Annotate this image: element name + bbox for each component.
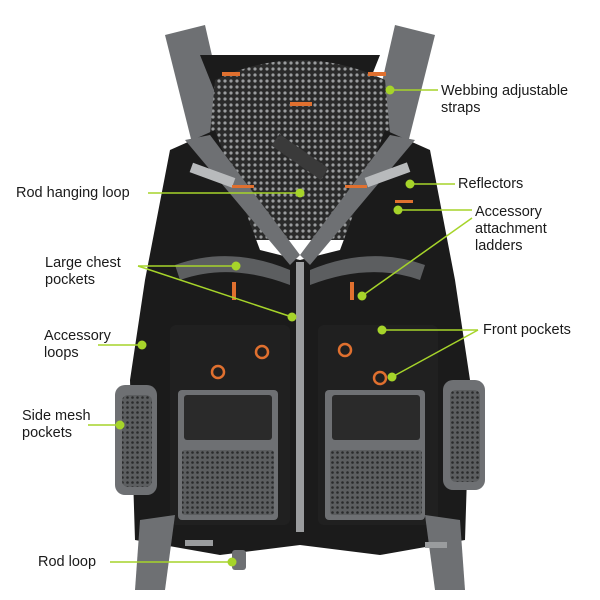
side-mesh-pockets: [115, 380, 485, 495]
callout-text: Large chest: [45, 255, 121, 271]
callout-text: Accessory: [44, 328, 111, 344]
callout-accessory-ladders: Accessory attachment ladders: [475, 204, 547, 255]
callout-front-pockets: Front pockets: [483, 322, 571, 339]
callout-text: loops: [44, 345, 79, 361]
callout-text: Rod loop: [38, 554, 97, 570]
callout-text: Accessory: [475, 204, 542, 220]
callout-text: Front pockets: [483, 322, 571, 338]
callout-text: pockets: [45, 272, 95, 288]
callout-rod-loop: Rod loop: [38, 554, 96, 571]
callout-large-chest-pockets: Large chest pockets: [45, 255, 121, 289]
callout-lines: [88, 89, 479, 563]
center-zipper: [296, 262, 304, 532]
callout-text: attachment: [475, 221, 547, 237]
chest-trim-left: [175, 256, 290, 285]
callout-text: pockets: [22, 425, 72, 441]
callout-dots: [115, 85, 415, 567]
callout-text: Rod hanging loop: [16, 185, 130, 201]
callout-text: ladders: [475, 238, 523, 254]
left-front-pocket: [170, 325, 290, 525]
callout-accessory-loops: Accessory loops: [44, 328, 111, 362]
callout-text: straps: [441, 100, 481, 116]
orange-accents: [222, 72, 413, 300]
callout-text: Webbing adjustable: [441, 83, 569, 99]
right-front-pocket: [318, 325, 438, 525]
callout-text: Side mesh: [22, 408, 91, 424]
bottom-straps: [135, 515, 465, 590]
callout-rod-hanging-loop: Rod hanging loop: [16, 185, 130, 202]
callout-side-mesh-pockets: Side mesh pockets: [22, 408, 91, 442]
chest-trim-right: [310, 256, 425, 285]
callout-text: Reflectors: [458, 176, 524, 192]
callout-reflectors: Reflectors: [458, 176, 523, 193]
callout-webbing-straps: Webbing adjustable straps: [441, 83, 568, 117]
front-v-straps: [185, 134, 415, 265]
